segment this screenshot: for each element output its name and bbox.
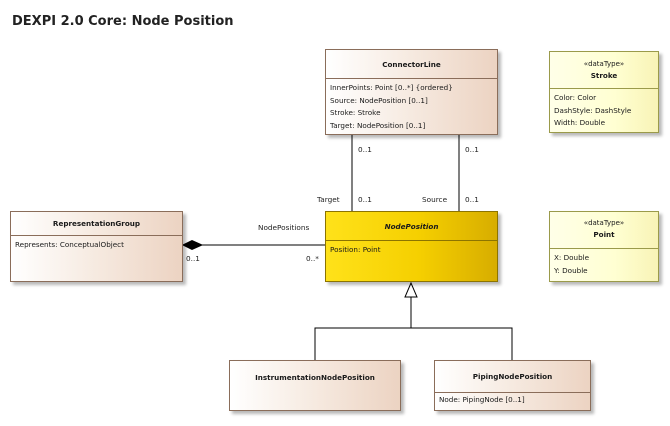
attribute: X: Double	[554, 253, 590, 262]
attribute-list: Color: Color DashStyle: DashStyle Width:…	[550, 89, 658, 130]
class-header: «dataType» Stroke	[550, 52, 658, 89]
class-representation-group[interactable]: RepresentationGroup Represents: Conceptu…	[10, 211, 183, 282]
class-instrumentation-node-position[interactable]: InstrumentationNodePosition	[229, 360, 401, 411]
attribute-list: InnerPoints: Point [0..*] {ordered} Sour…	[326, 79, 497, 132]
attribute: Target: NodePosition [0..1]	[330, 120, 426, 130]
class-name: PipingNodePosition	[435, 361, 590, 393]
attribute-list: Represents: ConceptualObject	[11, 236, 182, 252]
attribute-list: X: Double Y: Double	[550, 249, 658, 277]
generalization-line-instrumentation[interactable]	[314, 327, 411, 360]
attribute: Color: Color	[554, 93, 597, 102]
source-role-label: Source	[422, 195, 448, 204]
source-source-multiplicity: 0..1	[465, 145, 479, 154]
attribute: Represents: ConceptualObject	[15, 240, 124, 249]
class-connector-line[interactable]: ConnectorLine InnerPoints: Point [0..*] …	[325, 49, 498, 135]
stereotype-label: «dataType»	[583, 60, 625, 68]
class-name: InstrumentationNodePosition	[255, 373, 375, 382]
datatype-point[interactable]: «dataType» Point X: Double Y: Double	[549, 211, 659, 282]
attribute: Width: Double	[554, 118, 606, 128]
class-name: NodePosition	[326, 212, 497, 241]
generalization-line-piping[interactable]	[411, 327, 513, 360]
class-name: ConnectorLine	[326, 50, 497, 79]
composition-diamond-icon	[181, 239, 204, 251]
class-name: Stroke	[590, 71, 618, 80]
target-multiplicity: 0..1	[358, 195, 372, 204]
attribute: Position: Point	[330, 245, 381, 254]
class-node-position[interactable]: NodePosition Position: Point	[325, 211, 498, 282]
datatype-stroke[interactable]: «dataType» Stroke Color: Color DashStyle…	[549, 51, 659, 133]
target-source-multiplicity: 0..1	[358, 145, 372, 154]
attribute: InnerPoints: Point [0..*] {ordered}	[330, 83, 453, 92]
diagram-title: DEXPI 2.0 Core: Node Position	[12, 14, 234, 29]
class-name: RepresentationGroup	[11, 212, 182, 236]
attribute: Y: Double	[554, 265, 588, 275]
class-name: Point	[593, 230, 615, 239]
target-role-label: Target	[317, 195, 340, 204]
class-header: «dataType» Point	[550, 212, 658, 249]
owner-multiplicity: 0..1	[186, 254, 200, 263]
attribute: Source: NodePosition [0..1]	[330, 95, 428, 105]
member-multiplicity: 0..*	[306, 254, 319, 263]
stereotype-label: «dataType»	[583, 219, 625, 227]
attribute: Stroke: Stroke	[330, 108, 381, 118]
node-positions-role-label: NodePositions	[258, 223, 310, 232]
attribute: Node: PipingNode [0..1]	[439, 395, 525, 404]
class-piping-node-position[interactable]: PipingNodePosition Node: PipingNode [0..…	[434, 360, 591, 411]
source-multiplicity: 0..1	[465, 195, 479, 204]
attribute-list: Position: Point	[326, 241, 497, 257]
attribute: DashStyle: DashStyle	[554, 105, 632, 115]
attribute-list: Node: PipingNode [0..1]	[435, 393, 590, 407]
generalization-triangle-icon	[404, 281, 418, 298]
